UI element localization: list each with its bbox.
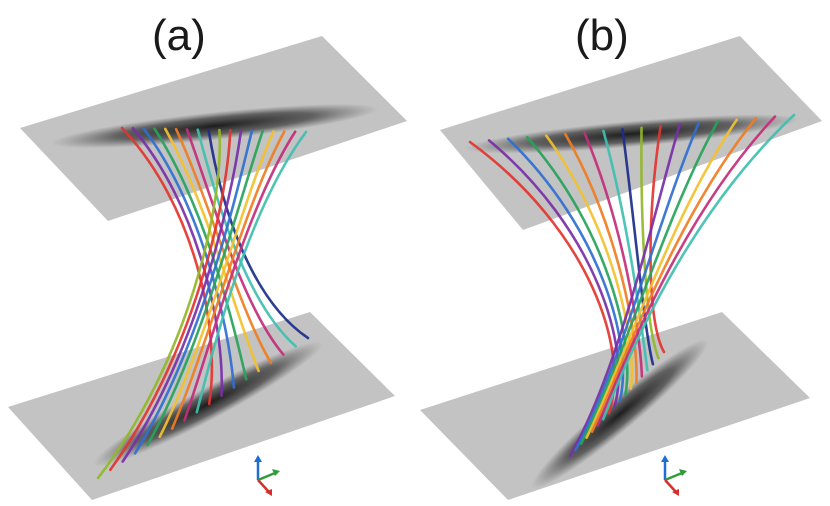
panel-a-strand bbox=[195, 130, 308, 414]
panel-b-bottom-shadow bbox=[531, 339, 709, 489]
panel-a: (a) bbox=[8, 11, 407, 500]
panel-b-strand bbox=[563, 132, 638, 384]
panel-b-y-axis bbox=[664, 471, 683, 482]
panel-b-y-arrow-icon bbox=[679, 469, 687, 476]
panel-b-strand bbox=[596, 115, 777, 427]
panel-a-strand bbox=[170, 130, 286, 430]
panel-b-strand bbox=[525, 135, 629, 397]
panel-a-strand bbox=[109, 129, 232, 472]
panel-b-strands bbox=[468, 113, 796, 458]
panel-b-strand bbox=[583, 131, 644, 378]
panel-a-strand bbox=[183, 130, 297, 422]
panel-b-x-axis bbox=[664, 479, 677, 493]
panel-a-strand bbox=[133, 129, 254, 455]
panel-a-top-shadow bbox=[50, 103, 380, 149]
panel-a-strand bbox=[158, 129, 275, 439]
panel-a-x-arrow-icon bbox=[265, 489, 272, 496]
panel-a-x-axis bbox=[257, 479, 270, 493]
panel-b-strand bbox=[568, 123, 681, 458]
panel-a-strand bbox=[131, 126, 224, 397]
panel-b-strand bbox=[601, 113, 796, 421]
panel-b-strand bbox=[585, 118, 739, 439]
panel-a-y-arrow-icon bbox=[272, 469, 280, 476]
panel-b-strand bbox=[579, 120, 720, 446]
panel-b-strand bbox=[544, 134, 634, 391]
panel-b-label: (b) bbox=[575, 11, 629, 60]
panel-b-strand bbox=[590, 116, 758, 433]
panel-a-strand bbox=[146, 129, 265, 447]
panel-b-axis-triad bbox=[661, 455, 687, 496]
panel-b-strand bbox=[649, 124, 666, 354]
panel-b-z-arrow-icon bbox=[661, 455, 669, 462]
panel-b-x-arrow-icon bbox=[672, 489, 679, 496]
panel-b-strand bbox=[574, 121, 701, 452]
panel-b-strand bbox=[640, 126, 660, 360]
panel-b-strand bbox=[602, 129, 649, 372]
panel-a-label: (a) bbox=[152, 11, 206, 60]
panel-a-z-arrow-icon bbox=[254, 455, 262, 462]
panel-a-strand bbox=[121, 129, 243, 463]
panel-a-strands bbox=[96, 126, 310, 480]
panel-b-strand bbox=[506, 137, 625, 403]
panel-a-strand bbox=[96, 128, 222, 480]
panel-a-y-axis bbox=[257, 471, 276, 482]
panel-b: (b) bbox=[420, 11, 822, 500]
panel-a-axis-triad bbox=[254, 455, 280, 496]
panel-a-strand bbox=[120, 126, 214, 406]
